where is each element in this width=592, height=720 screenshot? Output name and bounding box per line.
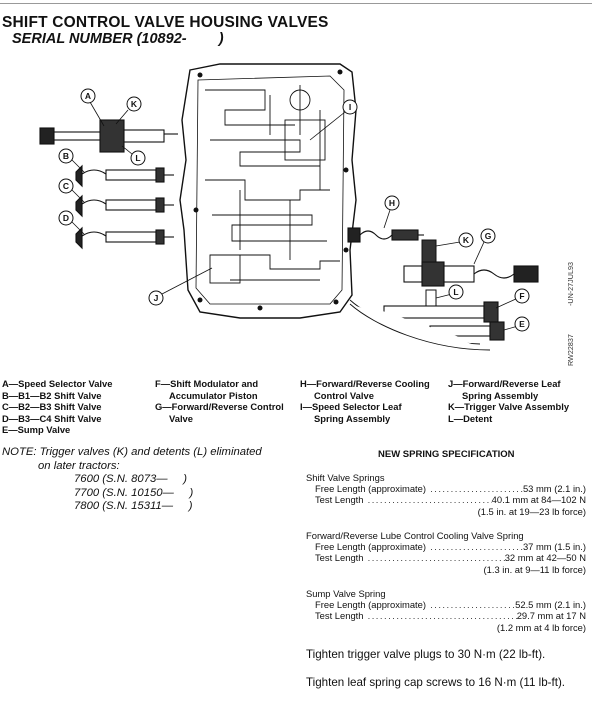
- spec-title: NEW SPRING SPECIFICATION: [378, 449, 515, 460]
- legend-item: K—Trigger Valve Assembly: [448, 401, 570, 412]
- page-subtitle: SERIAL NUMBER (10892- ): [12, 31, 224, 47]
- trigger-valve-k: [421, 239, 437, 307]
- callout-i: I: [349, 102, 351, 112]
- housing-channels: [205, 85, 340, 284]
- spec-row: Free Length (approximate) ..............…: [315, 599, 586, 611]
- legend-item: G—Forward/Reverse Control: [155, 401, 284, 412]
- note-block: NOTE: Trigger valves (K) and detents (L)…: [2, 446, 262, 514]
- side-code-date: -UN-27JUL93: [566, 262, 575, 306]
- legend-item: Valve: [169, 412, 193, 424]
- serial-number-line: 7600 (S.N. 8073— ): [74, 473, 188, 485]
- callout-k-2: K: [463, 235, 470, 245]
- note-line: on later tractors:: [38, 459, 120, 472]
- legend-item: D—B3—C4 Shift Valve: [2, 412, 102, 424]
- spec-sub: (1.2 mm at 4 lb force): [496, 621, 586, 633]
- legend-item: Spring Assembly: [314, 412, 391, 424]
- callout-d: D: [63, 213, 69, 223]
- legend-item: Spring Assembly: [462, 389, 539, 401]
- housing-outline: [179, 63, 357, 319]
- spec-sub: (1.5 in. at 19—23 lb force): [477, 505, 586, 517]
- valve-h: [347, 227, 424, 243]
- valve-housing-diagram: A K L B C D I H K G L F E J: [39, 63, 539, 351]
- callout-l-2: L: [453, 287, 458, 297]
- spec-row: Test Length ............................…: [315, 610, 586, 622]
- speed-selector-valve: [39, 119, 178, 153]
- callout-b: B: [63, 151, 69, 161]
- legend-item: Accumulator Piston: [169, 389, 258, 401]
- legend-item: J—Forward/Reverse Leaf: [448, 378, 561, 389]
- valve-g: [403, 261, 539, 287]
- spec-row: Test Length ............................…: [315, 552, 586, 564]
- legend-item: Control Valve: [314, 389, 374, 401]
- torque-instruction: Tighten trigger valve plugs to 30 N·m (2…: [306, 648, 546, 661]
- legend-col-1: A—Speed Selector Valve B—B1—B2 Shift Val…: [2, 378, 112, 436]
- callout-a: A: [85, 91, 91, 101]
- legend-col-4: J—Forward/Reverse Leaf Spring Assembly K…: [448, 378, 569, 424]
- top-rule: [0, 3, 592, 4]
- spec-group-name: Forward/Reverse Lube Control Cooling Val…: [306, 530, 524, 541]
- spec-row: Free Length (approximate) ..............…: [315, 483, 586, 495]
- spec-group-name: Shift Valve Springs: [306, 472, 385, 483]
- callout-k: K: [131, 99, 138, 109]
- legend-item: C—B2—B3 Shift Valve: [2, 401, 102, 412]
- spec-group-name: Sump Valve Spring: [306, 588, 386, 599]
- callout-e: E: [519, 319, 525, 329]
- spec-group: Forward/Reverse Lube Control Cooling Val…: [306, 530, 586, 575]
- legend-item: F—Shift Modulator and: [155, 378, 259, 389]
- legend-item: I—Speed Selector Leaf: [300, 401, 402, 412]
- callout-l: L: [135, 153, 140, 163]
- spec-sub: (1.3 in. at 9—11 lb force): [483, 563, 586, 575]
- spec-row: Free Length (approximate) ..............…: [315, 541, 586, 553]
- callout-g: G: [485, 231, 492, 241]
- torque-instruction: Tighten leaf spring cap screws to 16 N·m…: [306, 676, 566, 689]
- housing-bolts: [193, 69, 349, 311]
- spec-group: Shift Valve Springs Free Length (approxi…: [306, 472, 586, 517]
- callout-j: J: [154, 293, 159, 303]
- valve-b: [75, 164, 174, 188]
- serial-number-line: 7800 (S.N. 15311— ): [74, 500, 193, 512]
- housing-inner: [195, 75, 345, 305]
- legend-item: H—Forward/Reverse Cooling: [300, 378, 430, 389]
- callout-f: F: [519, 291, 524, 301]
- legend-item: B—B1—B2 Shift Valve: [2, 389, 102, 401]
- valve-c: [75, 194, 174, 218]
- valve-f-e: [349, 299, 505, 351]
- side-code-figure: RW22837: [566, 334, 575, 366]
- legend-col-3: H—Forward/Reverse Cooling Control Valve …: [300, 378, 430, 424]
- note-line: NOTE: Trigger valves (K) and detents (L)…: [2, 446, 262, 458]
- legend-item: L—Detent: [448, 412, 493, 424]
- legend-col-2: F—Shift Modulator and Accumulator Piston…: [155, 378, 284, 424]
- legend-item: E—Sump Valve: [2, 424, 71, 435]
- callout-labels: [58, 88, 530, 332]
- spec-row: Test Length ............................…: [315, 494, 586, 506]
- serial-number-line: 7700 (S.N. 10150— ): [74, 486, 194, 499]
- spec-group: Sump Valve Spring Free Length (approxima…: [306, 588, 586, 633]
- callout-c: C: [63, 181, 69, 191]
- valve-d: [75, 226, 174, 250]
- legend-item: A—Speed Selector Valve: [2, 378, 113, 389]
- callout-h: H: [389, 198, 395, 208]
- page-title: SHIFT CONTROL VALVE HOUSING VALVES: [2, 14, 329, 31]
